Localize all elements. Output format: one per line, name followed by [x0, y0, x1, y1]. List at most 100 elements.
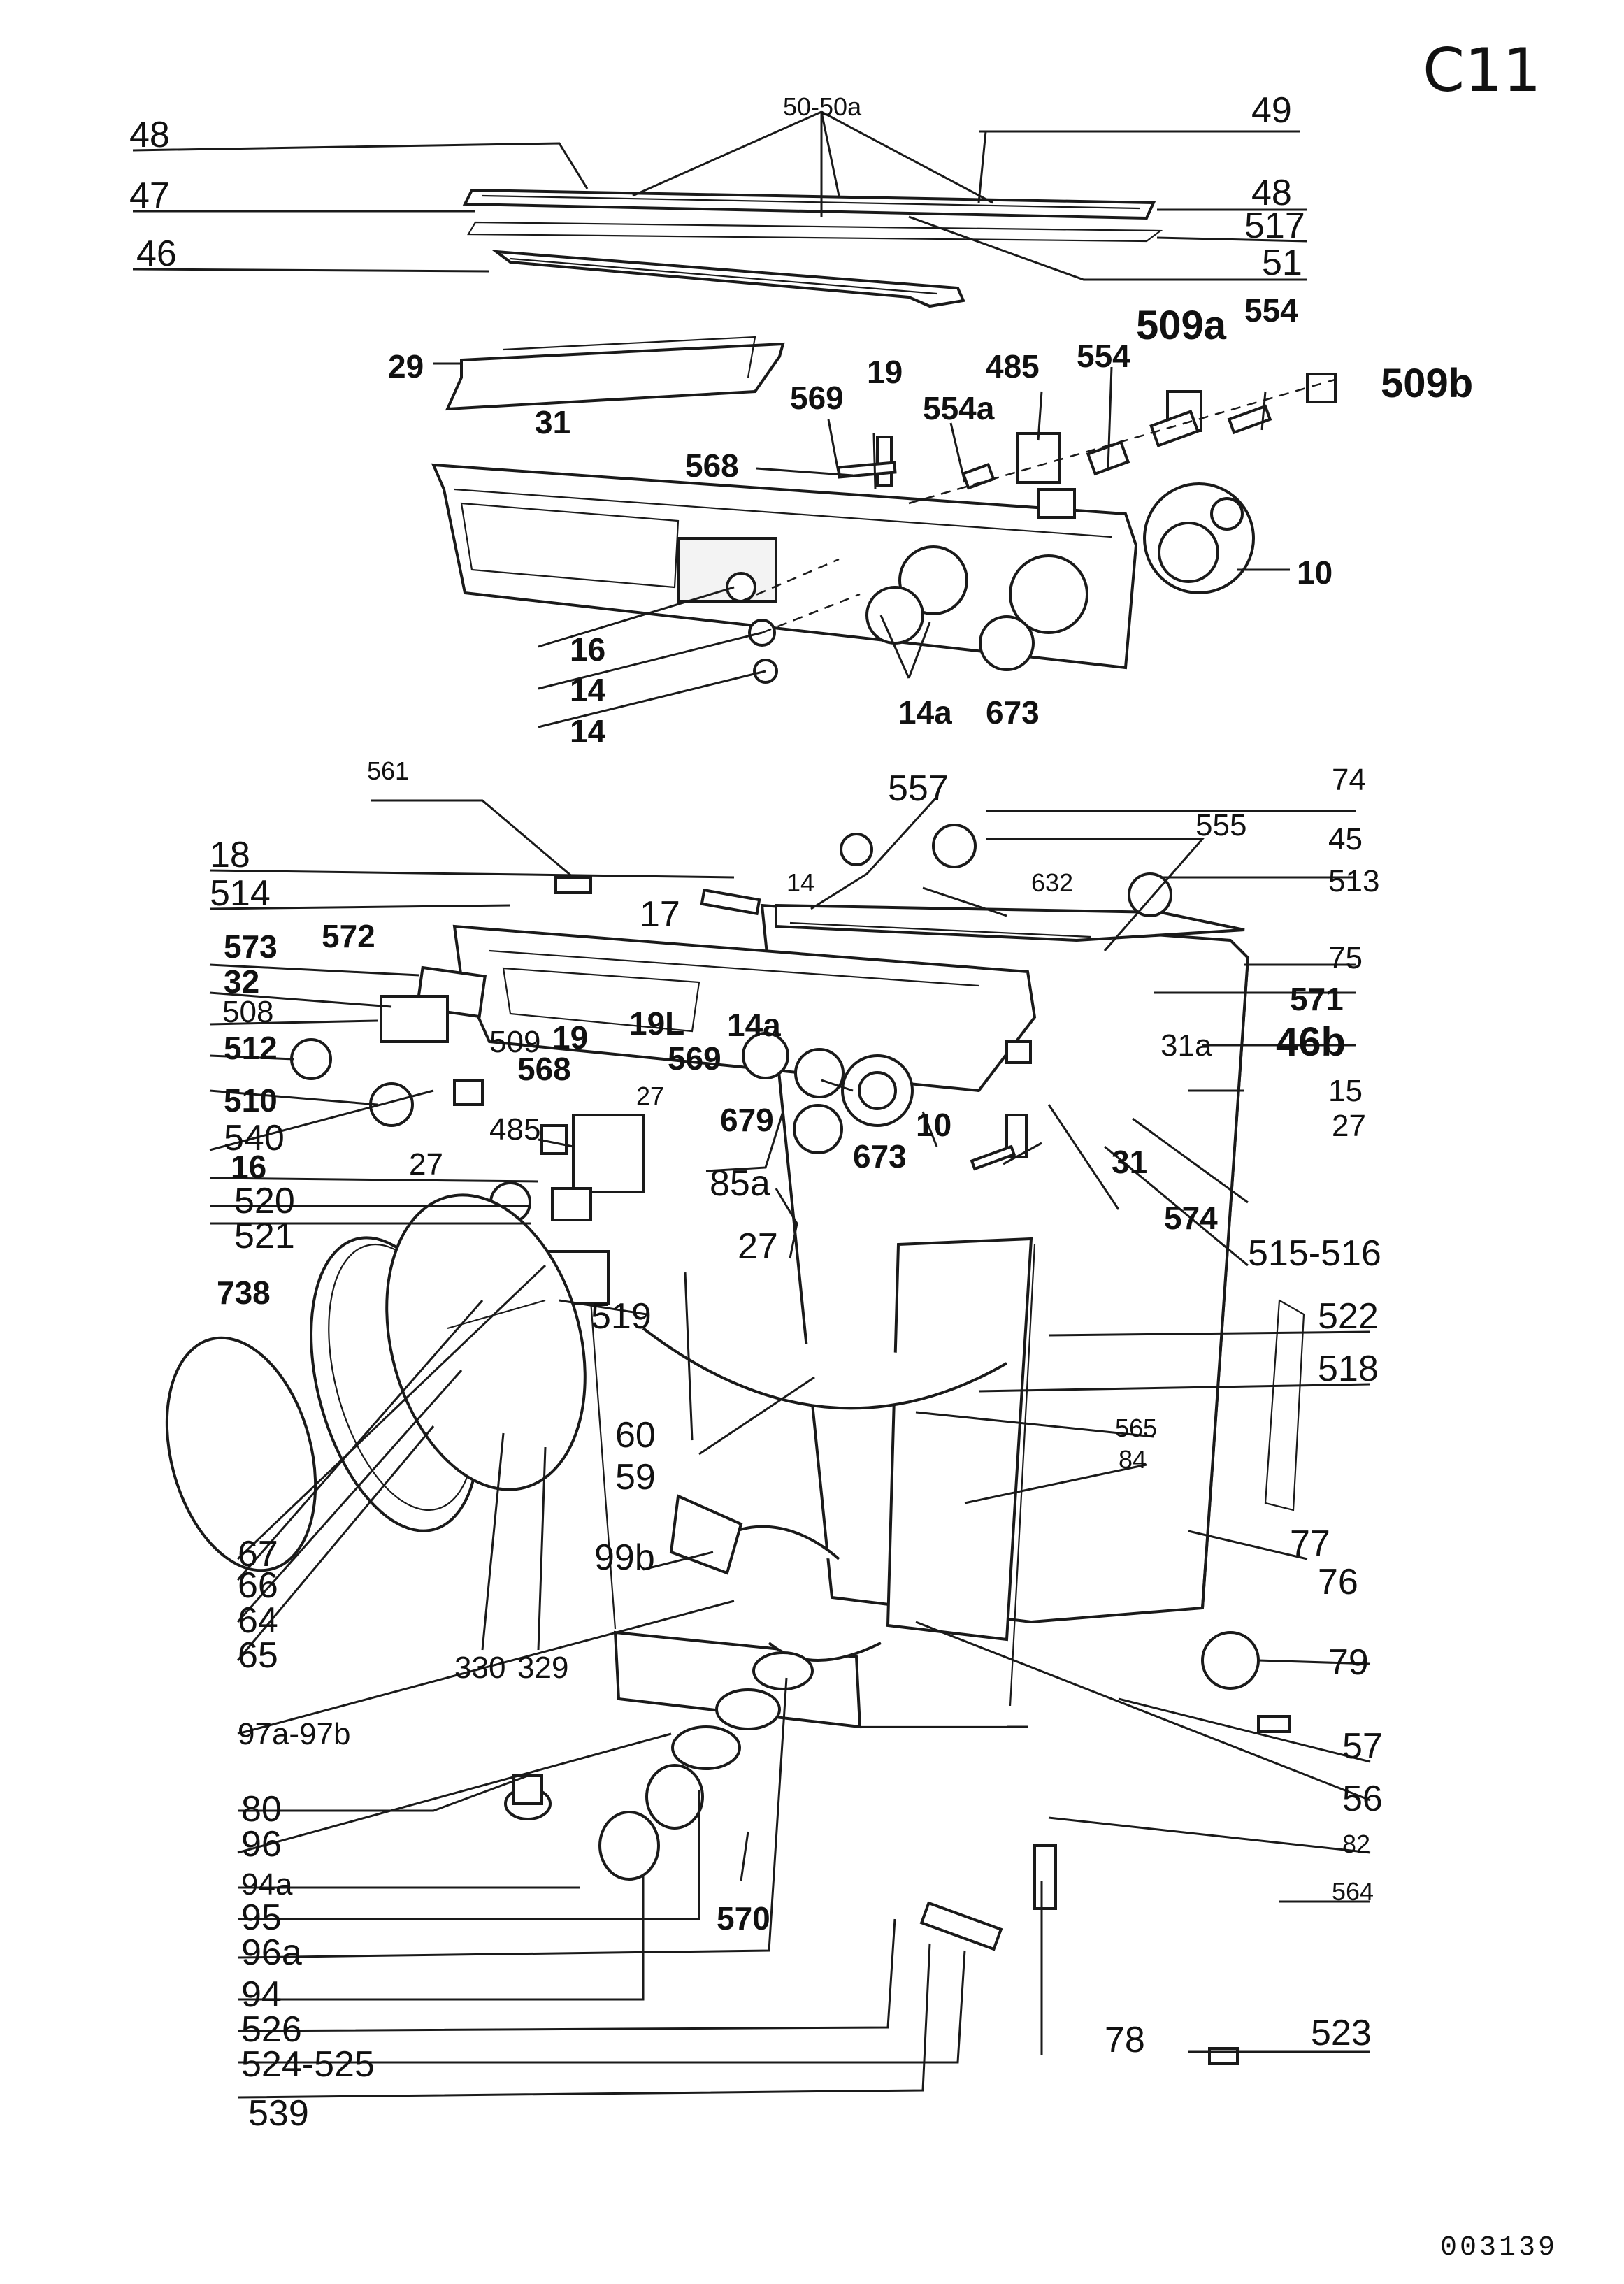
- part-label: 96a: [241, 1932, 302, 1973]
- part-label: 85a: [710, 1163, 770, 1204]
- part-label: 518: [1318, 1349, 1379, 1389]
- part-label: 51: [1262, 243, 1302, 283]
- leader-lines: [132, 110, 1371, 2099]
- part-label: 46: [136, 234, 177, 274]
- part-label: 555: [1195, 808, 1246, 842]
- part-label: 78: [1105, 2020, 1145, 2060]
- part-label: 522: [1318, 1296, 1379, 1337]
- part-label: 673: [986, 694, 1040, 731]
- part-label: 48: [129, 115, 170, 155]
- part-label: 31a: [1160, 1028, 1212, 1063]
- part-label: 48: [1251, 173, 1292, 213]
- part-label: 31: [1112, 1144, 1147, 1180]
- part-label: 82: [1342, 1830, 1370, 1858]
- part-label: 16: [570, 631, 605, 668]
- part-label: 568: [685, 447, 739, 484]
- upper-frame-rail: [775, 903, 1245, 942]
- part-label: 512: [224, 1030, 278, 1066]
- part-label: 15: [1328, 1074, 1363, 1108]
- part-label: 10: [1297, 554, 1332, 591]
- part-label: 94a: [241, 1867, 293, 1902]
- part-label: 32: [224, 963, 259, 1000]
- part-label: 574: [1164, 1200, 1218, 1236]
- part-label: 329: [517, 1651, 568, 1685]
- part-label: 570: [717, 1900, 770, 1937]
- part-label: 19: [867, 354, 903, 390]
- part-label: 14a: [727, 1007, 781, 1043]
- part-label: 64: [238, 1600, 278, 1641]
- part-label: 519: [591, 1296, 652, 1337]
- switch-components: [740, 373, 1343, 634]
- part-label: 10: [916, 1107, 951, 1143]
- part-label: 50-50a: [783, 92, 862, 121]
- part-label: 673: [853, 1138, 907, 1175]
- part-label: 515-516: [1248, 1233, 1381, 1274]
- control-panel-fascia: [431, 463, 1255, 684]
- part-label: 45: [1328, 822, 1363, 856]
- part-label: 84: [1119, 1445, 1147, 1474]
- part-label: 77: [1290, 1523, 1330, 1564]
- part-label: 16: [231, 1149, 266, 1185]
- part-label: 59: [615, 1457, 656, 1497]
- part-label: 330: [454, 1651, 505, 1685]
- part-label: 18: [210, 835, 250, 875]
- part-label: 521: [234, 1216, 295, 1256]
- part-label: 520: [234, 1181, 295, 1221]
- part-label: 14: [570, 672, 606, 708]
- part-label: 565: [1115, 1414, 1157, 1442]
- door-assembly: [165, 1193, 587, 1572]
- part-label: 57: [1342, 1726, 1383, 1767]
- part-label: 517: [1244, 206, 1305, 246]
- worktop-assembly: [462, 188, 1163, 308]
- part-label: 738: [217, 1274, 271, 1311]
- part-label: 27: [409, 1147, 443, 1181]
- part-label: 554: [1077, 338, 1130, 374]
- part-label: 75: [1328, 941, 1363, 975]
- part-label: 557: [888, 768, 949, 809]
- part-label: 95: [241, 1897, 282, 1938]
- part-label: 524-525: [241, 2044, 375, 2085]
- part-label: 540: [224, 1118, 285, 1158]
- part-label: 94: [241, 1974, 282, 2015]
- part-label: 66: [238, 1565, 278, 1606]
- part-label: 99b: [594, 1537, 655, 1578]
- part-label: 573: [224, 928, 278, 965]
- part-label: 14a: [898, 694, 952, 731]
- part-label: 513: [1328, 864, 1379, 898]
- part-label: 569: [790, 380, 844, 416]
- part-label: 572: [322, 918, 375, 954]
- part-label: 554: [1244, 292, 1298, 329]
- part-label: 561: [367, 756, 409, 785]
- part-label: 571: [1290, 981, 1344, 1017]
- part-label: 47: [129, 175, 170, 216]
- sheet-id: C11: [1423, 36, 1541, 106]
- detergent-drawer-tray: [445, 336, 785, 411]
- part-label: 568: [517, 1051, 571, 1087]
- part-label: 60: [615, 1415, 656, 1456]
- part-label: 76: [1318, 1562, 1358, 1602]
- part-label: 526: [241, 2009, 302, 2050]
- part-label: 14: [570, 713, 606, 749]
- part-label: 539: [248, 2093, 309, 2134]
- part-label: 27: [636, 1082, 664, 1110]
- part-label: 523: [1311, 2013, 1372, 2053]
- part-label: 65: [238, 1635, 278, 1676]
- part-label: 508: [222, 995, 273, 1029]
- part-label: 79: [1328, 1642, 1369, 1683]
- main-labels: 561 557 74 555 45 18 632 513 514 17 14 7…: [210, 756, 1383, 2134]
- part-label: 510: [224, 1082, 278, 1119]
- part-label: 509a: [1136, 303, 1227, 348]
- part-label: 514: [210, 873, 271, 914]
- part-label: 97a-97b: [238, 1717, 350, 1751]
- part-label: 29: [388, 348, 424, 385]
- drawing-number: 003139: [1440, 2232, 1558, 2264]
- part-label: 14: [786, 868, 814, 897]
- part-label: 74: [1332, 763, 1366, 797]
- part-label: 56: [1342, 1779, 1383, 1819]
- part-label: 46b: [1276, 1019, 1346, 1065]
- part-label: 19: [552, 1019, 588, 1056]
- small-parts-left: [290, 824, 1172, 1305]
- part-label: 632: [1031, 868, 1073, 897]
- part-label: 49: [1251, 90, 1292, 131]
